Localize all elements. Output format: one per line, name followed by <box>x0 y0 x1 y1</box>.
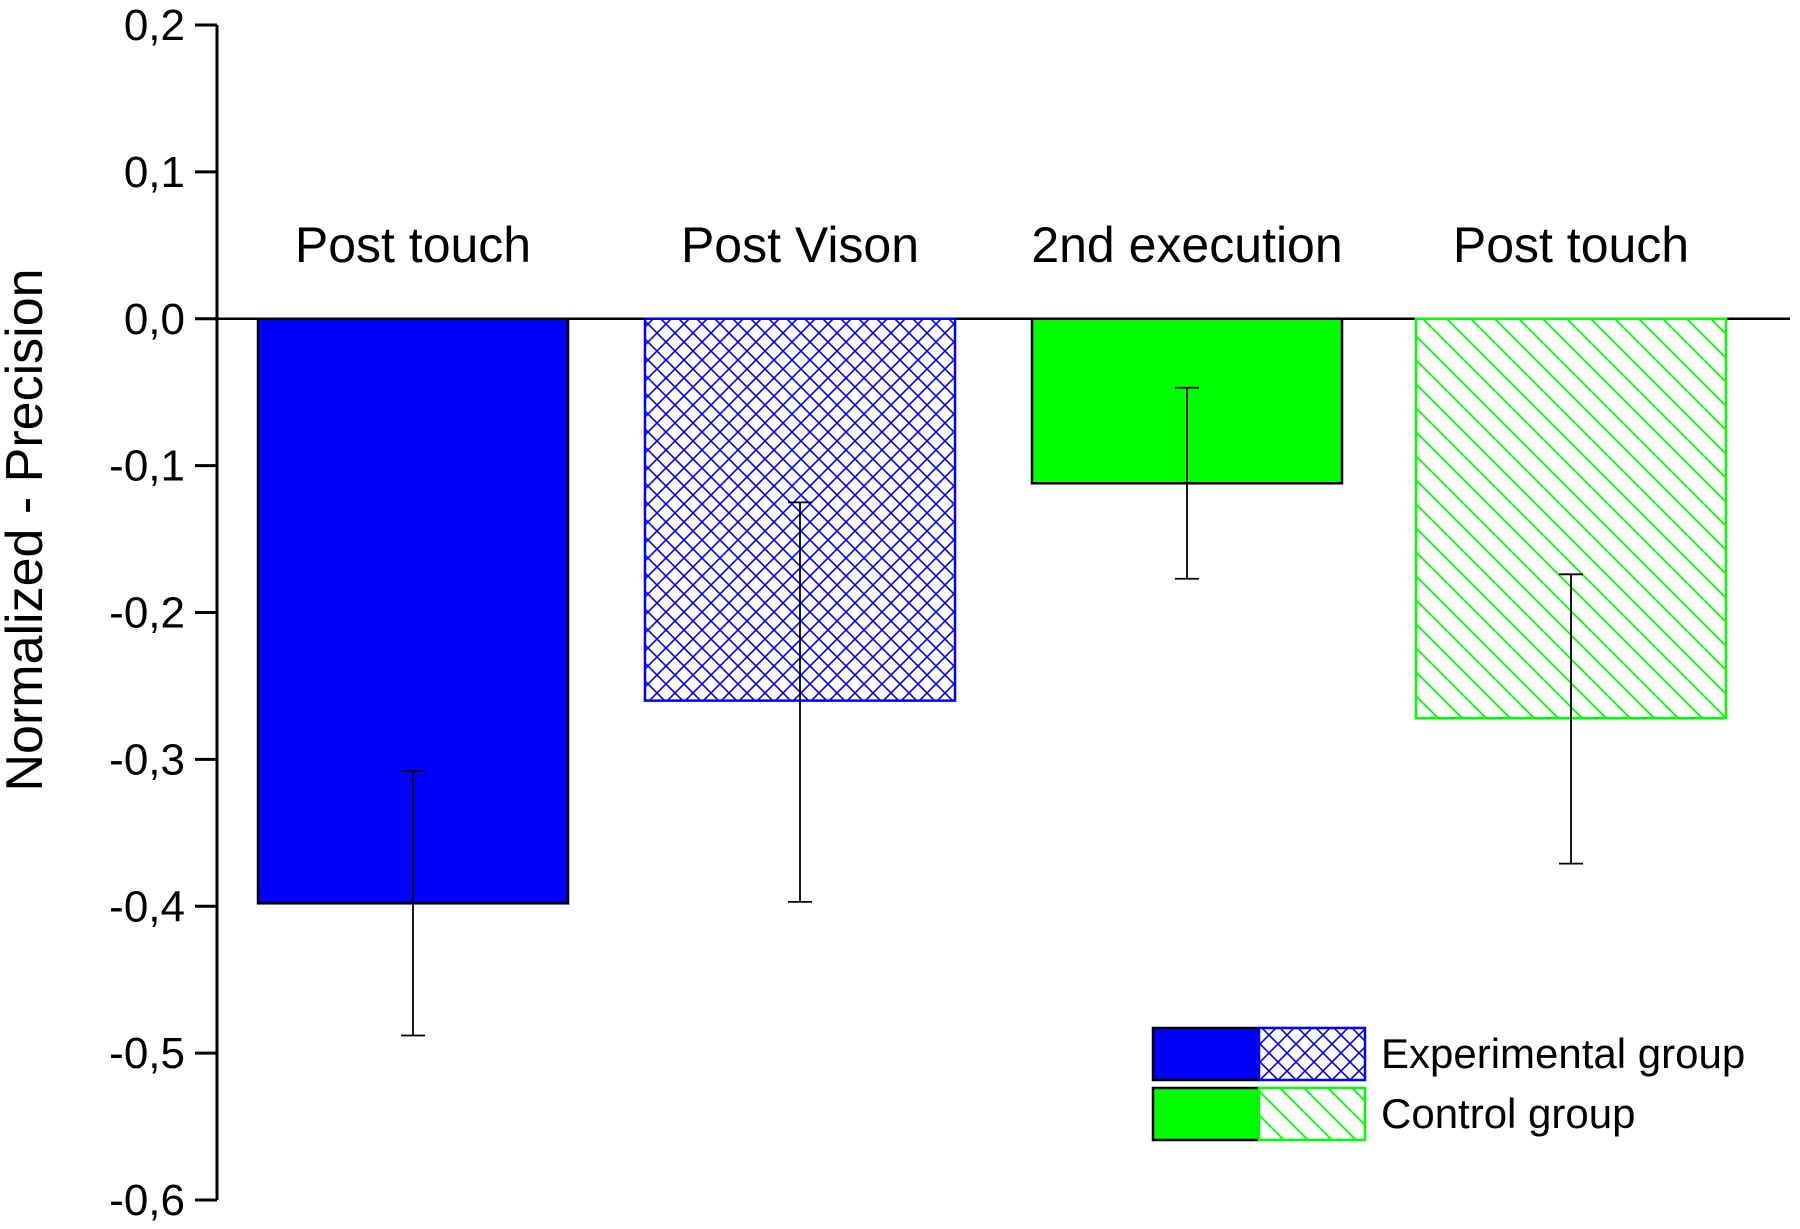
y-tick-label: 0,1 <box>124 148 185 197</box>
legend-swatch-pattern <box>1257 1026 1367 1082</box>
y-tick-label: -0,1 <box>109 442 185 491</box>
category-label-2: Post Vison <box>681 217 919 273</box>
error-bars <box>401 386 1583 1037</box>
category-label-3: 2nd execution <box>1031 217 1342 273</box>
category-label-1: Post touch <box>295 217 531 273</box>
legend-label-1: Experimental group <box>1381 1030 1745 1077</box>
category-label-4: Post touch <box>1453 217 1689 273</box>
axes: 0,2 0,1 0,0 -0,1 -0,2 -0,3 -0,4 -0,5 -0,6 <box>109 1 1790 1225</box>
y-tick-label: -0,6 <box>109 1176 185 1225</box>
y-tick-label: 0,2 <box>124 1 185 50</box>
y-axis-title: Normalized - Precision <box>0 268 54 791</box>
legend-label-2: Control group <box>1381 1090 1635 1137</box>
bars <box>256 317 1728 905</box>
y-tick-label: -0,5 <box>109 1029 185 1078</box>
category-labels: Post touch Post Vison 2nd execution Post to… <box>295 217 1689 273</box>
legend-swatch-pattern <box>1257 1086 1367 1142</box>
y-tick-label: -0,3 <box>109 735 185 784</box>
legend-swatch-solid <box>1151 1086 1261 1142</box>
y-tick-label: -0,4 <box>109 882 185 931</box>
y-tick-label: 0,0 <box>124 295 185 344</box>
legend-swatch-solid <box>1151 1026 1261 1082</box>
y-tick-label: -0,2 <box>109 589 185 638</box>
